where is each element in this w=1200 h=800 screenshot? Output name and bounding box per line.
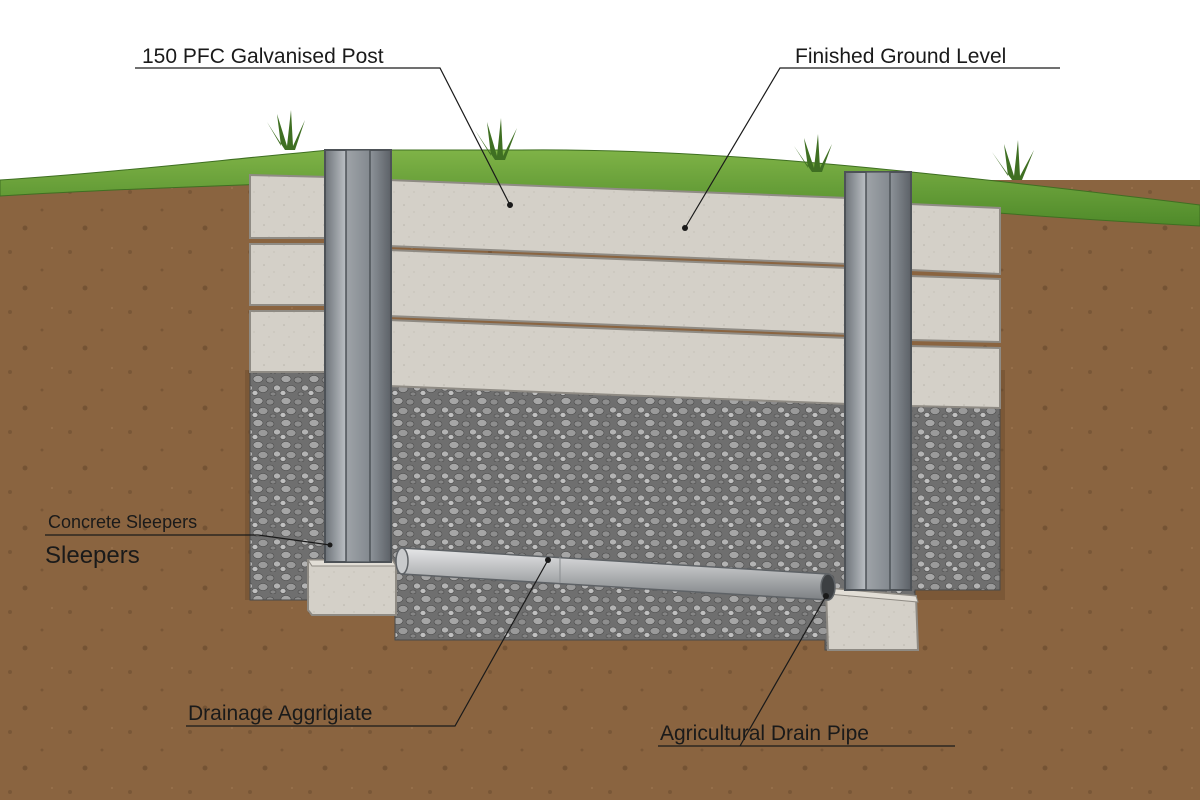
label-sleepers: Sleepers bbox=[45, 542, 140, 569]
galvanised-post-left bbox=[324, 149, 392, 563]
grass-tuft-icon bbox=[992, 140, 1034, 180]
agricultural-drain-pipe bbox=[395, 547, 836, 601]
leader-lines bbox=[45, 67, 1060, 747]
sleeper-right-1 bbox=[909, 202, 1001, 276]
grass-tuft-icon bbox=[267, 110, 305, 150]
sleeper-left-3 bbox=[249, 310, 331, 373]
concrete-sleepers bbox=[249, 173, 1001, 410]
label-galvanised-post: 150 PFC Galvanised Post bbox=[142, 45, 384, 68]
sleeper-left-2 bbox=[249, 243, 331, 306]
sleeper-right-2 bbox=[909, 274, 1001, 344]
label-concrete-sleepers: Concrete Sleepers bbox=[48, 512, 197, 532]
galvanised-post-right bbox=[844, 171, 912, 591]
grass-tuft-icon bbox=[475, 118, 517, 160]
sleeper-right-3 bbox=[909, 344, 1001, 410]
label-agricultural-drain-pipe: Agricultural Drain Pipe bbox=[660, 722, 869, 745]
sleeper-left-1 bbox=[249, 173, 331, 239]
label-drainage-aggregate: Drainage Aggrigiate bbox=[188, 702, 372, 725]
label-finished-ground-level: Finished Ground Level bbox=[795, 45, 1006, 68]
leader-points bbox=[327, 202, 829, 599]
